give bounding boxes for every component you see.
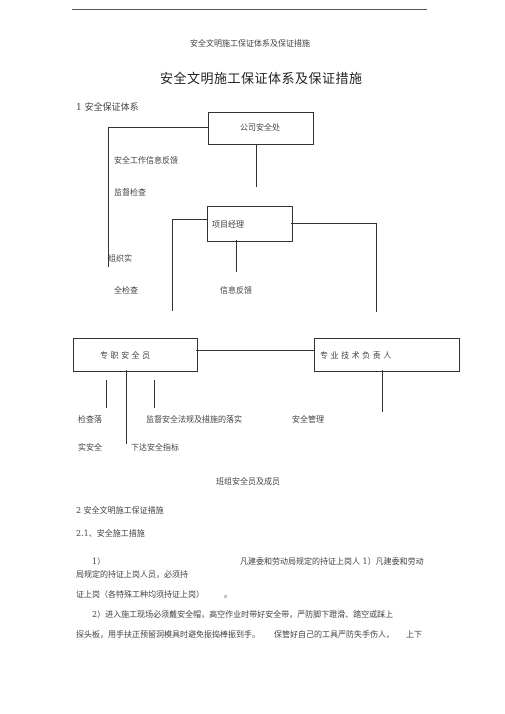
safety-officer-label: 专 职 安 全 员 <box>100 351 151 360</box>
connector <box>154 380 155 408</box>
connector <box>108 127 208 128</box>
connector <box>126 370 127 444</box>
para1-line1: 凡建委和劳动局规定的持证上岗人 1）凡建委和劳动 <box>240 557 424 566</box>
section-heading-1: 1 安全保证体系 <box>76 103 139 113</box>
connector <box>196 350 314 351</box>
supervise-laws-text: 监督安全法规及措施的落实 <box>146 415 242 424</box>
safety-officer-box <box>73 338 198 372</box>
tech-lead-box <box>314 338 460 372</box>
supervise-text: 监督检查 <box>114 188 146 197</box>
para2-line2a: 探头板，用手扶正预留洞模具时避免振捣棒振到手。 <box>76 630 260 639</box>
connector <box>376 223 377 312</box>
running-header: 安全文明施工保证体系及保证措施 <box>190 39 310 48</box>
safety-mgmt-text: 安全管理 <box>292 415 324 424</box>
check-fall-text: 检查落 <box>78 415 102 424</box>
connector <box>236 240 237 272</box>
company-safety-label: 公司安全处 <box>240 123 280 132</box>
para1-line3-end: 。 <box>224 590 232 599</box>
tech-lead-label: 专 业 技 术 负 责 人 <box>320 351 392 360</box>
para2-line2b: 保管好自己的工具严防失手伤人， <box>274 630 394 639</box>
para1-line2: 局规定的持证上岗人员，必须持 <box>76 570 188 579</box>
page-title: 安全文明施工保证体系及保证措施 <box>160 72 363 87</box>
issue-targets-text: 下达安全指标 <box>131 443 179 452</box>
team-members-text: 班组安全员及成员 <box>216 477 280 486</box>
connector <box>172 219 207 220</box>
full-check-text: 全检查 <box>114 286 138 295</box>
para2-line2c: 上下 <box>406 630 422 639</box>
real-safety-text: 实安全 <box>78 443 102 452</box>
connector <box>256 145 257 187</box>
para1-num: 1） <box>92 557 106 566</box>
info-feedback-text: 信息反馈 <box>220 286 252 295</box>
feedback-text: 安全工作信息反馈 <box>114 156 178 165</box>
section-heading-2: 2 安全文明施工保证措施 <box>76 506 164 515</box>
project-manager-box <box>207 206 293 242</box>
connector <box>108 127 109 267</box>
header-rule <box>72 9 427 10</box>
connector <box>382 370 383 412</box>
para2-line1: 2）进入施工现场必须戴安全帽，高空作业时带好安全带，严防脚下蹬滑、踏空或踩上 <box>92 610 394 619</box>
connector <box>291 223 376 224</box>
connector <box>106 380 107 408</box>
para1-line3: 证上岗（各特殊工种均须持证上岗） <box>76 590 204 599</box>
section-heading-2-1: 2.1、安全施工措施 <box>76 529 145 538</box>
connector <box>172 219 173 311</box>
project-manager-label: 项目经理 <box>212 220 244 229</box>
organize-text: 组织实 <box>108 254 132 263</box>
company-safety-box <box>208 112 314 145</box>
